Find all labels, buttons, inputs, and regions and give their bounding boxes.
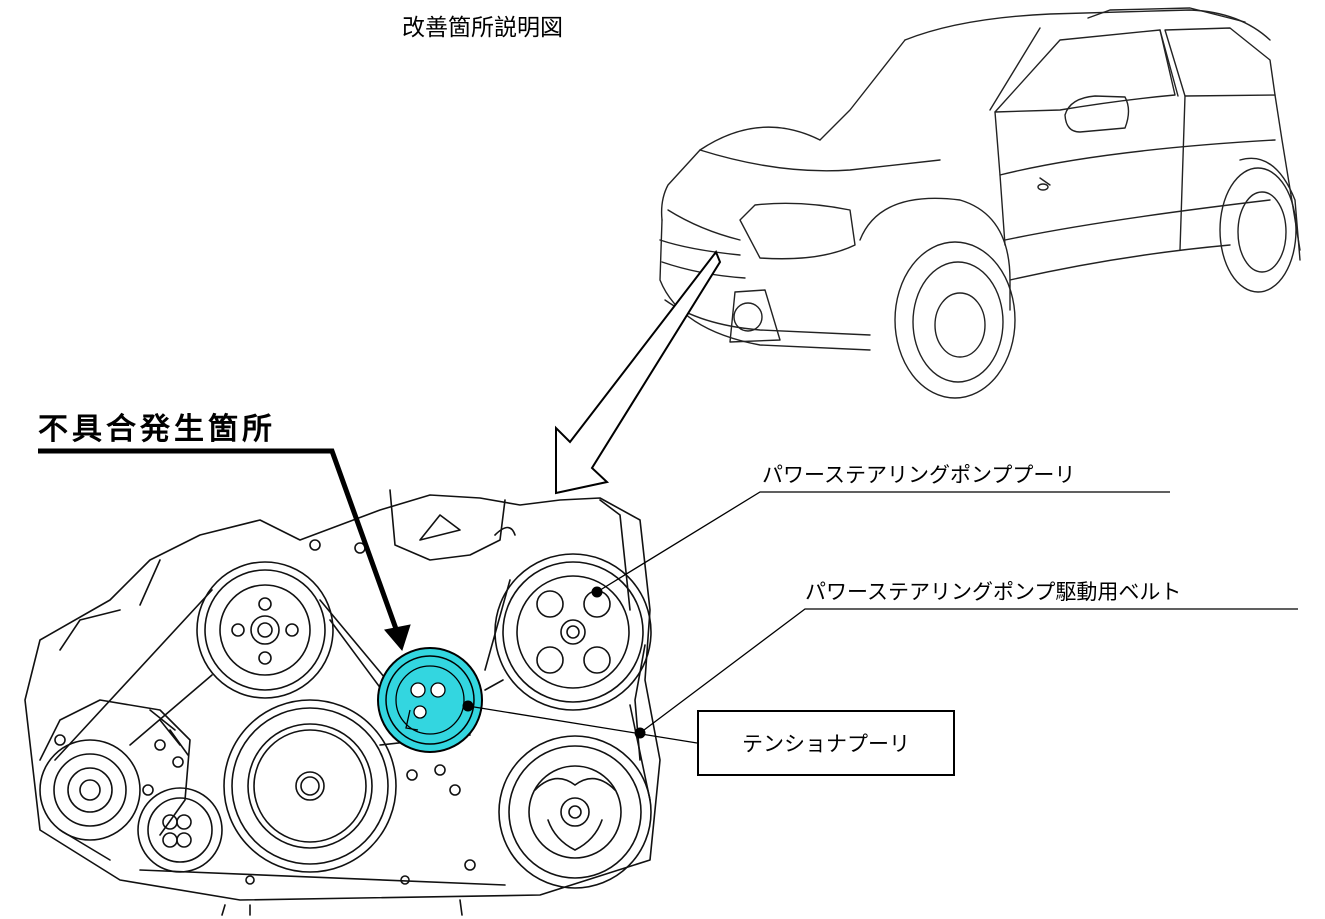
power-steering-pump-pulley-label: パワーステアリングポンププーリ (762, 463, 1076, 487)
defect-location-label: 不具合発生箇所 (38, 412, 276, 447)
leader-lines (38, 448, 1298, 744)
power-steering-pump-belt-label: パワーステアリングポンプ駆動用ベルト (805, 580, 1182, 604)
engine-illustration (24, 489, 661, 916)
tensioner-pulley-highlight (377, 647, 483, 753)
tensioner-pulley-callout-box: テンショナプーリ (697, 710, 955, 776)
suv-illustration (659, 7, 1301, 399)
page-title: 改善箇所説明図 (402, 15, 563, 41)
tensioner-pulley-label: テンショナプーリ (742, 732, 910, 756)
pointer-arrow (555, 249, 722, 495)
